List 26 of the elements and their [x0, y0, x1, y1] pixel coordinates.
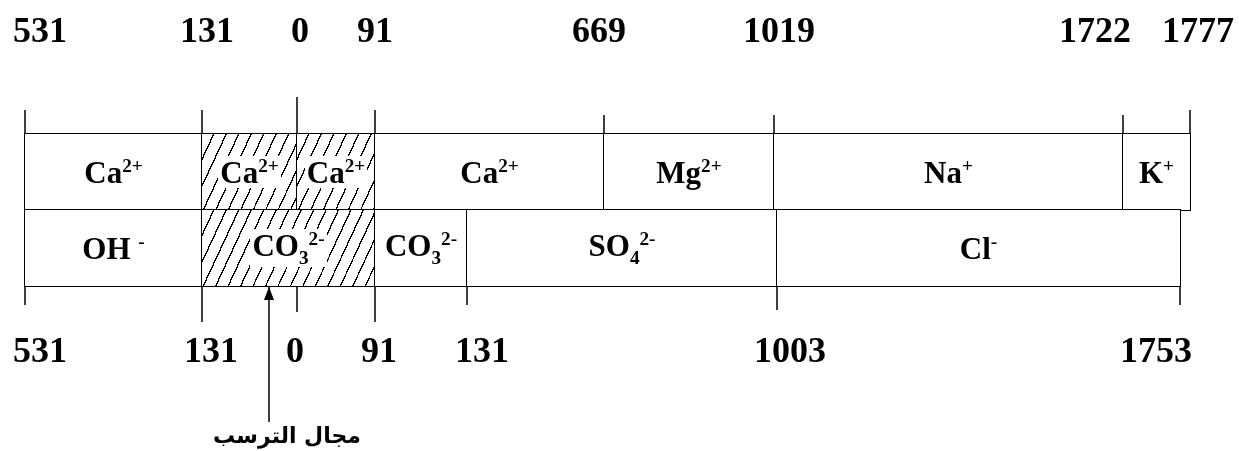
- ion-cell: OH $^{-}$: [24, 209, 203, 287]
- scale-number: 131: [180, 12, 234, 48]
- scale-number: 131: [184, 332, 238, 368]
- ion-cell: Na$^{+}$: [773, 133, 1124, 211]
- ion-cell: Cl$^{-}$: [776, 209, 1181, 287]
- scale-number: 131: [455, 332, 509, 368]
- ion-cell: Ca$^{2+}$: [374, 133, 605, 211]
- scale-number: 1753: [1120, 332, 1192, 368]
- zone-label: مجال الترسب: [213, 423, 361, 449]
- hatched-cell: Ca$^{2+}$: [296, 133, 376, 211]
- scale-number: 531: [13, 332, 67, 368]
- scale-number: 0: [286, 332, 304, 368]
- scale-number: 669: [572, 12, 626, 48]
- leader-arrow: [264, 286, 274, 423]
- scale-number: 91: [361, 332, 397, 368]
- scale-number: 91: [357, 12, 393, 48]
- scale-number: 531: [13, 12, 67, 48]
- ion-cell: K$^{+}$: [1122, 133, 1191, 211]
- ion-cell: Mg$^{2+}$: [603, 133, 775, 211]
- scale-number: 1003: [754, 332, 826, 368]
- scale-number: 1722: [1059, 12, 1131, 48]
- scale-number: 1777: [1162, 12, 1234, 48]
- scale-number: 0: [291, 12, 309, 48]
- hatched-cell: Ca$^{2+}$: [201, 133, 298, 211]
- ion-cell: Ca$^{2+}$: [24, 133, 203, 211]
- scale-number: 1019: [743, 12, 815, 48]
